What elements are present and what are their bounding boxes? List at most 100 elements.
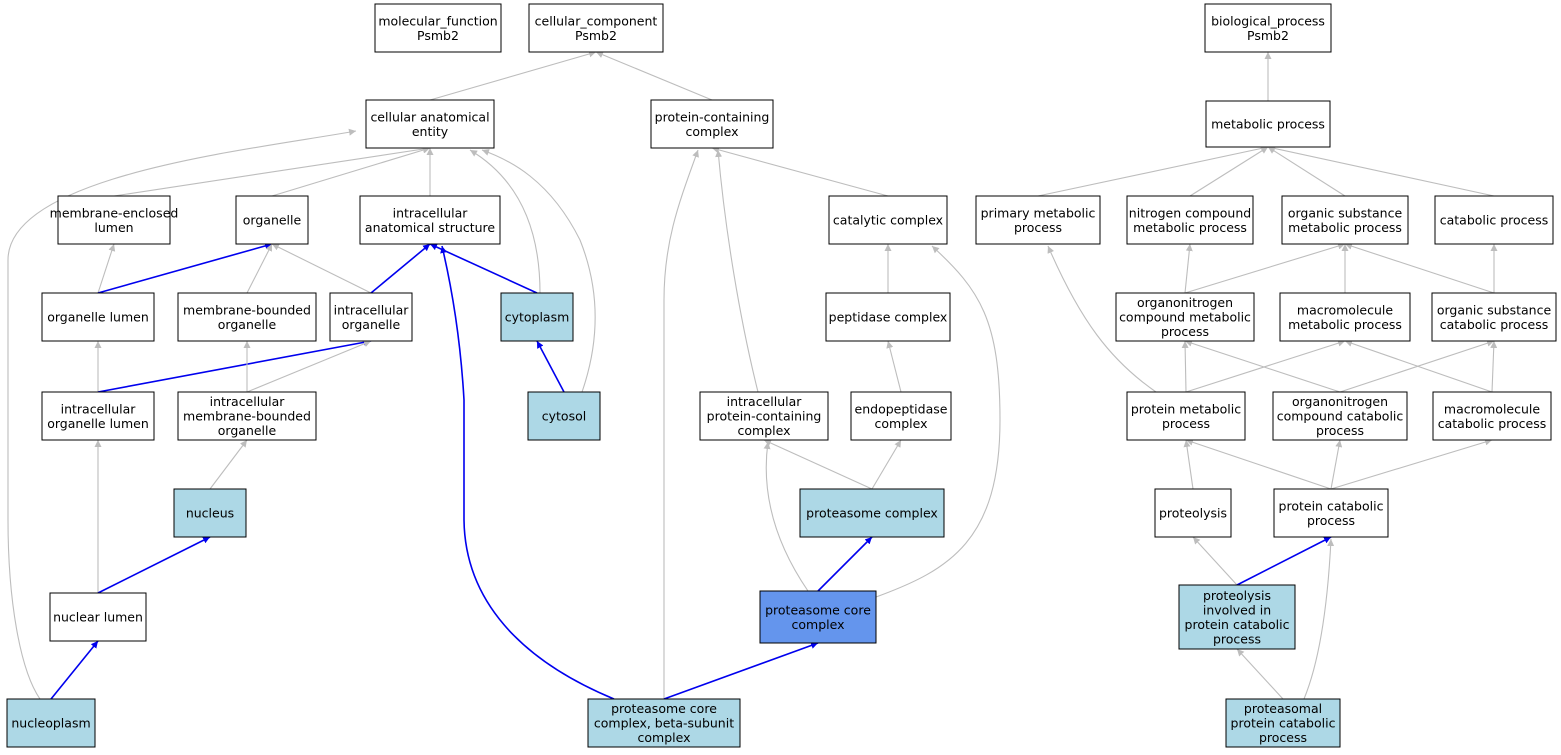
node-box [1178,584,1296,650]
node-box [177,292,317,342]
node-prot[interactable]: proteolysis [1154,488,1232,538]
node-box [527,391,601,441]
node-label-line: catabolic process [1440,317,1549,332]
node-box [1204,3,1332,53]
node-ol[interactable]: organelle lumen [41,292,155,342]
node-label-line: proteasome complex [806,506,938,521]
edge-ol-to-mel [97,243,116,294]
node-label-line: protein catabolic [1185,617,1290,632]
node-box [799,488,945,538]
node-label-line: endopeptidase [855,401,948,416]
edge-nuc-to-imbo [209,439,248,490]
node-label-line: metabolic process [1211,117,1325,132]
node-box [1434,195,1554,245]
edge-pcc-to-cc [595,51,713,101]
node-label-line: complex [686,124,739,139]
node-box [699,391,829,441]
node-box [650,99,774,149]
node-org[interactable]: organelle [235,195,309,245]
node-cp[interactable]: catabolic process [1434,195,1554,245]
edge-pmp-to-mp [1037,145,1269,197]
node-label-line: nitrogen compound [1129,205,1251,220]
node-box [1205,100,1331,148]
edge-nucp-to-nl [50,640,99,700]
node-label-line: nucleoplasm [11,716,90,731]
node-cytosol[interactable]: cytosol [527,391,601,441]
node-box [41,391,155,441]
edge-endo-to-pepc [886,340,902,393]
node-proc[interactable]: proteasome complex [799,488,945,538]
node-box [1126,391,1246,441]
node-box [6,698,96,748]
edge-prot-to-protmp [1183,439,1194,490]
node-box [500,292,574,342]
node-nuc[interactable]: nucleus [173,488,247,538]
node-label-line: organelle lumen [47,416,149,431]
node-label-line: intracellular [727,394,803,409]
node-label-line: protein metabolic [1131,401,1241,416]
edge-ppcp-to-pipcp [1236,648,1284,700]
edge-cae-to-cc [429,50,597,101]
node-label-line: proteasomal [1244,701,1322,716]
edge-protmp-to-oncmp [1181,340,1189,393]
node-box [49,592,147,642]
node-nucp[interactable]: nucleoplasm [6,698,96,748]
node-label-line: process [1014,220,1062,235]
node-label-line: biological_process [1211,13,1325,28]
node-mp[interactable]: metabolic process [1205,100,1331,148]
edge-pcbs-to-pcc [663,149,699,699]
node-box [759,590,877,644]
node-nl[interactable]: nuclear lumen [49,592,147,642]
node-label-line: organelle [218,423,277,438]
node-box [1273,488,1389,538]
node-label-line: membrane-bounded [183,302,311,317]
node-box [1279,292,1411,342]
edge-io-to-ias [370,243,431,294]
node-box [41,292,155,342]
node-catc[interactable]: catalytic complex [828,195,948,245]
node-label-line: organelle [342,317,401,332]
edge-oscp-to-osmp [1344,242,1495,294]
node-label-line: protein catabolic [1231,716,1336,731]
node-box [1432,391,1552,441]
edge-mel-to-cae [113,145,431,197]
node-label-line: macromolecule [1297,302,1393,317]
node-box [1281,195,1409,245]
edge-ol-to-org [97,242,273,294]
edge-cytosol-to-cae [481,149,596,393]
node-label-line: entity [412,124,449,139]
edge-mbo-to-org [246,243,273,294]
edge-nl-to-nuc [97,536,211,594]
edge-pcp-to-mcp [1330,438,1493,490]
node-label-line: process [1161,324,1209,339]
node-cyto[interactable]: cytoplasm [500,292,574,342]
node-pepc[interactable]: peptidase complex [825,292,951,342]
